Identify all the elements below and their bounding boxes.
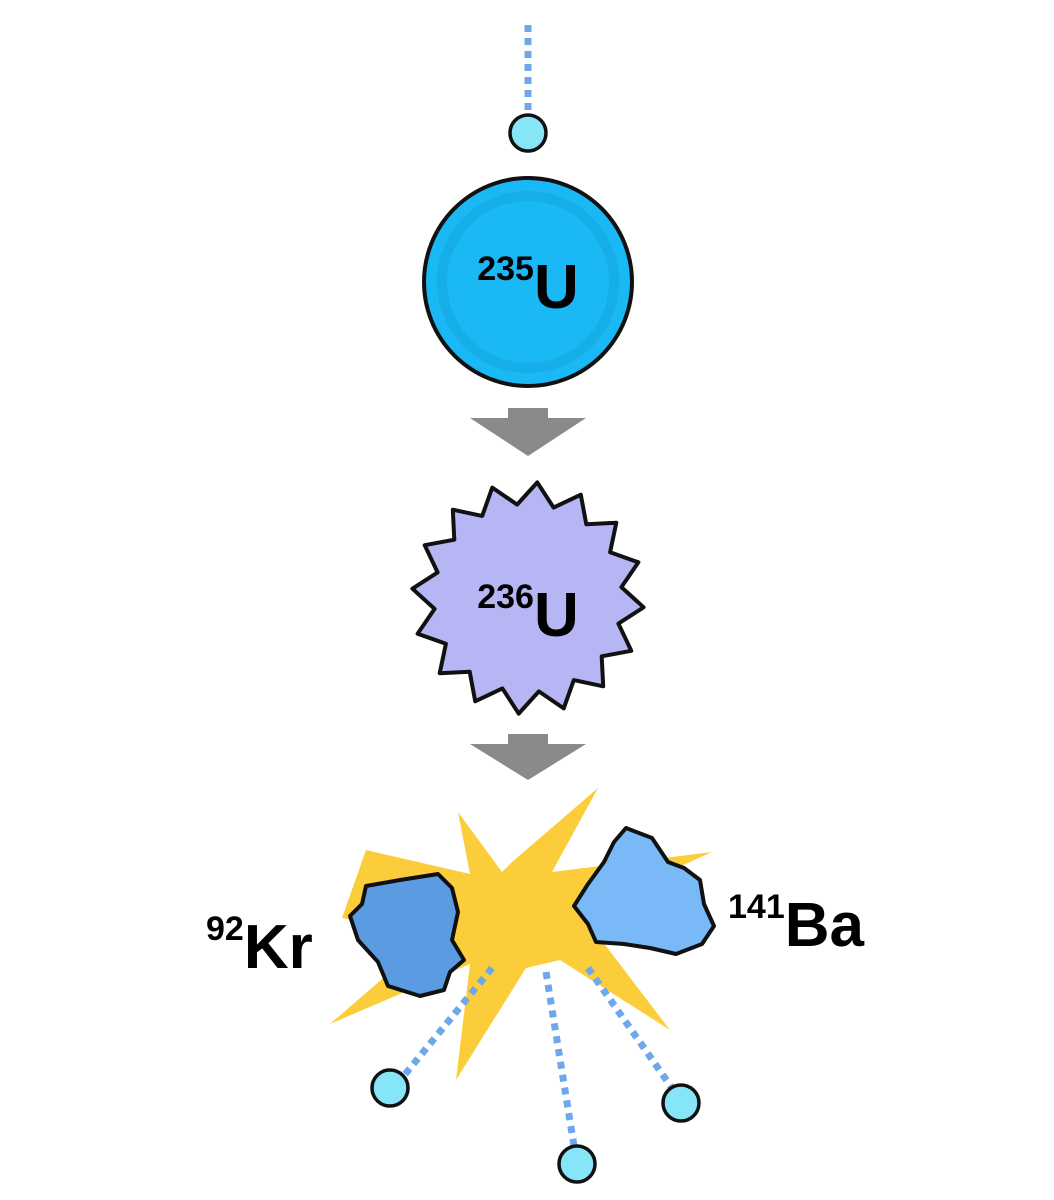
uranium-235-nucleus: 235U	[422, 176, 634, 388]
emitted-neutron	[370, 1068, 410, 1108]
u236-symbol: U	[534, 581, 579, 650]
barium-141-fragment	[572, 826, 716, 956]
emitted-neutron-trail	[399, 965, 495, 1081]
krypton-92-label: 92Kr	[206, 910, 313, 982]
ba141-symbol: Ba	[785, 891, 865, 960]
fission-flash	[330, 788, 712, 1080]
u235-symbol: U	[534, 253, 579, 322]
svg-text:235U: 235U	[477, 250, 579, 322]
arrow-down-icon	[470, 408, 586, 456]
u236-mass-number: 236	[477, 578, 534, 616]
krypton-92-fragment	[348, 872, 466, 998]
emitted-neutron-trail	[585, 965, 675, 1091]
emitted-neutron	[661, 1083, 701, 1123]
kr92-mass-number: 92	[206, 910, 244, 948]
svg-text:236U: 236U	[477, 578, 579, 650]
barium-141-label: 141Ba	[728, 888, 865, 960]
u235-mass-number: 235	[477, 250, 534, 288]
emitted-neutron-trail	[542, 971, 578, 1147]
arrow-down-icon	[470, 734, 586, 780]
emitted-neutron	[557, 1144, 597, 1184]
incoming-neutron	[508, 113, 548, 153]
kr92-symbol: Kr	[244, 913, 313, 982]
uranium-236-nucleus: 236U	[410, 480, 646, 716]
ba141-mass-number: 141	[728, 888, 785, 926]
